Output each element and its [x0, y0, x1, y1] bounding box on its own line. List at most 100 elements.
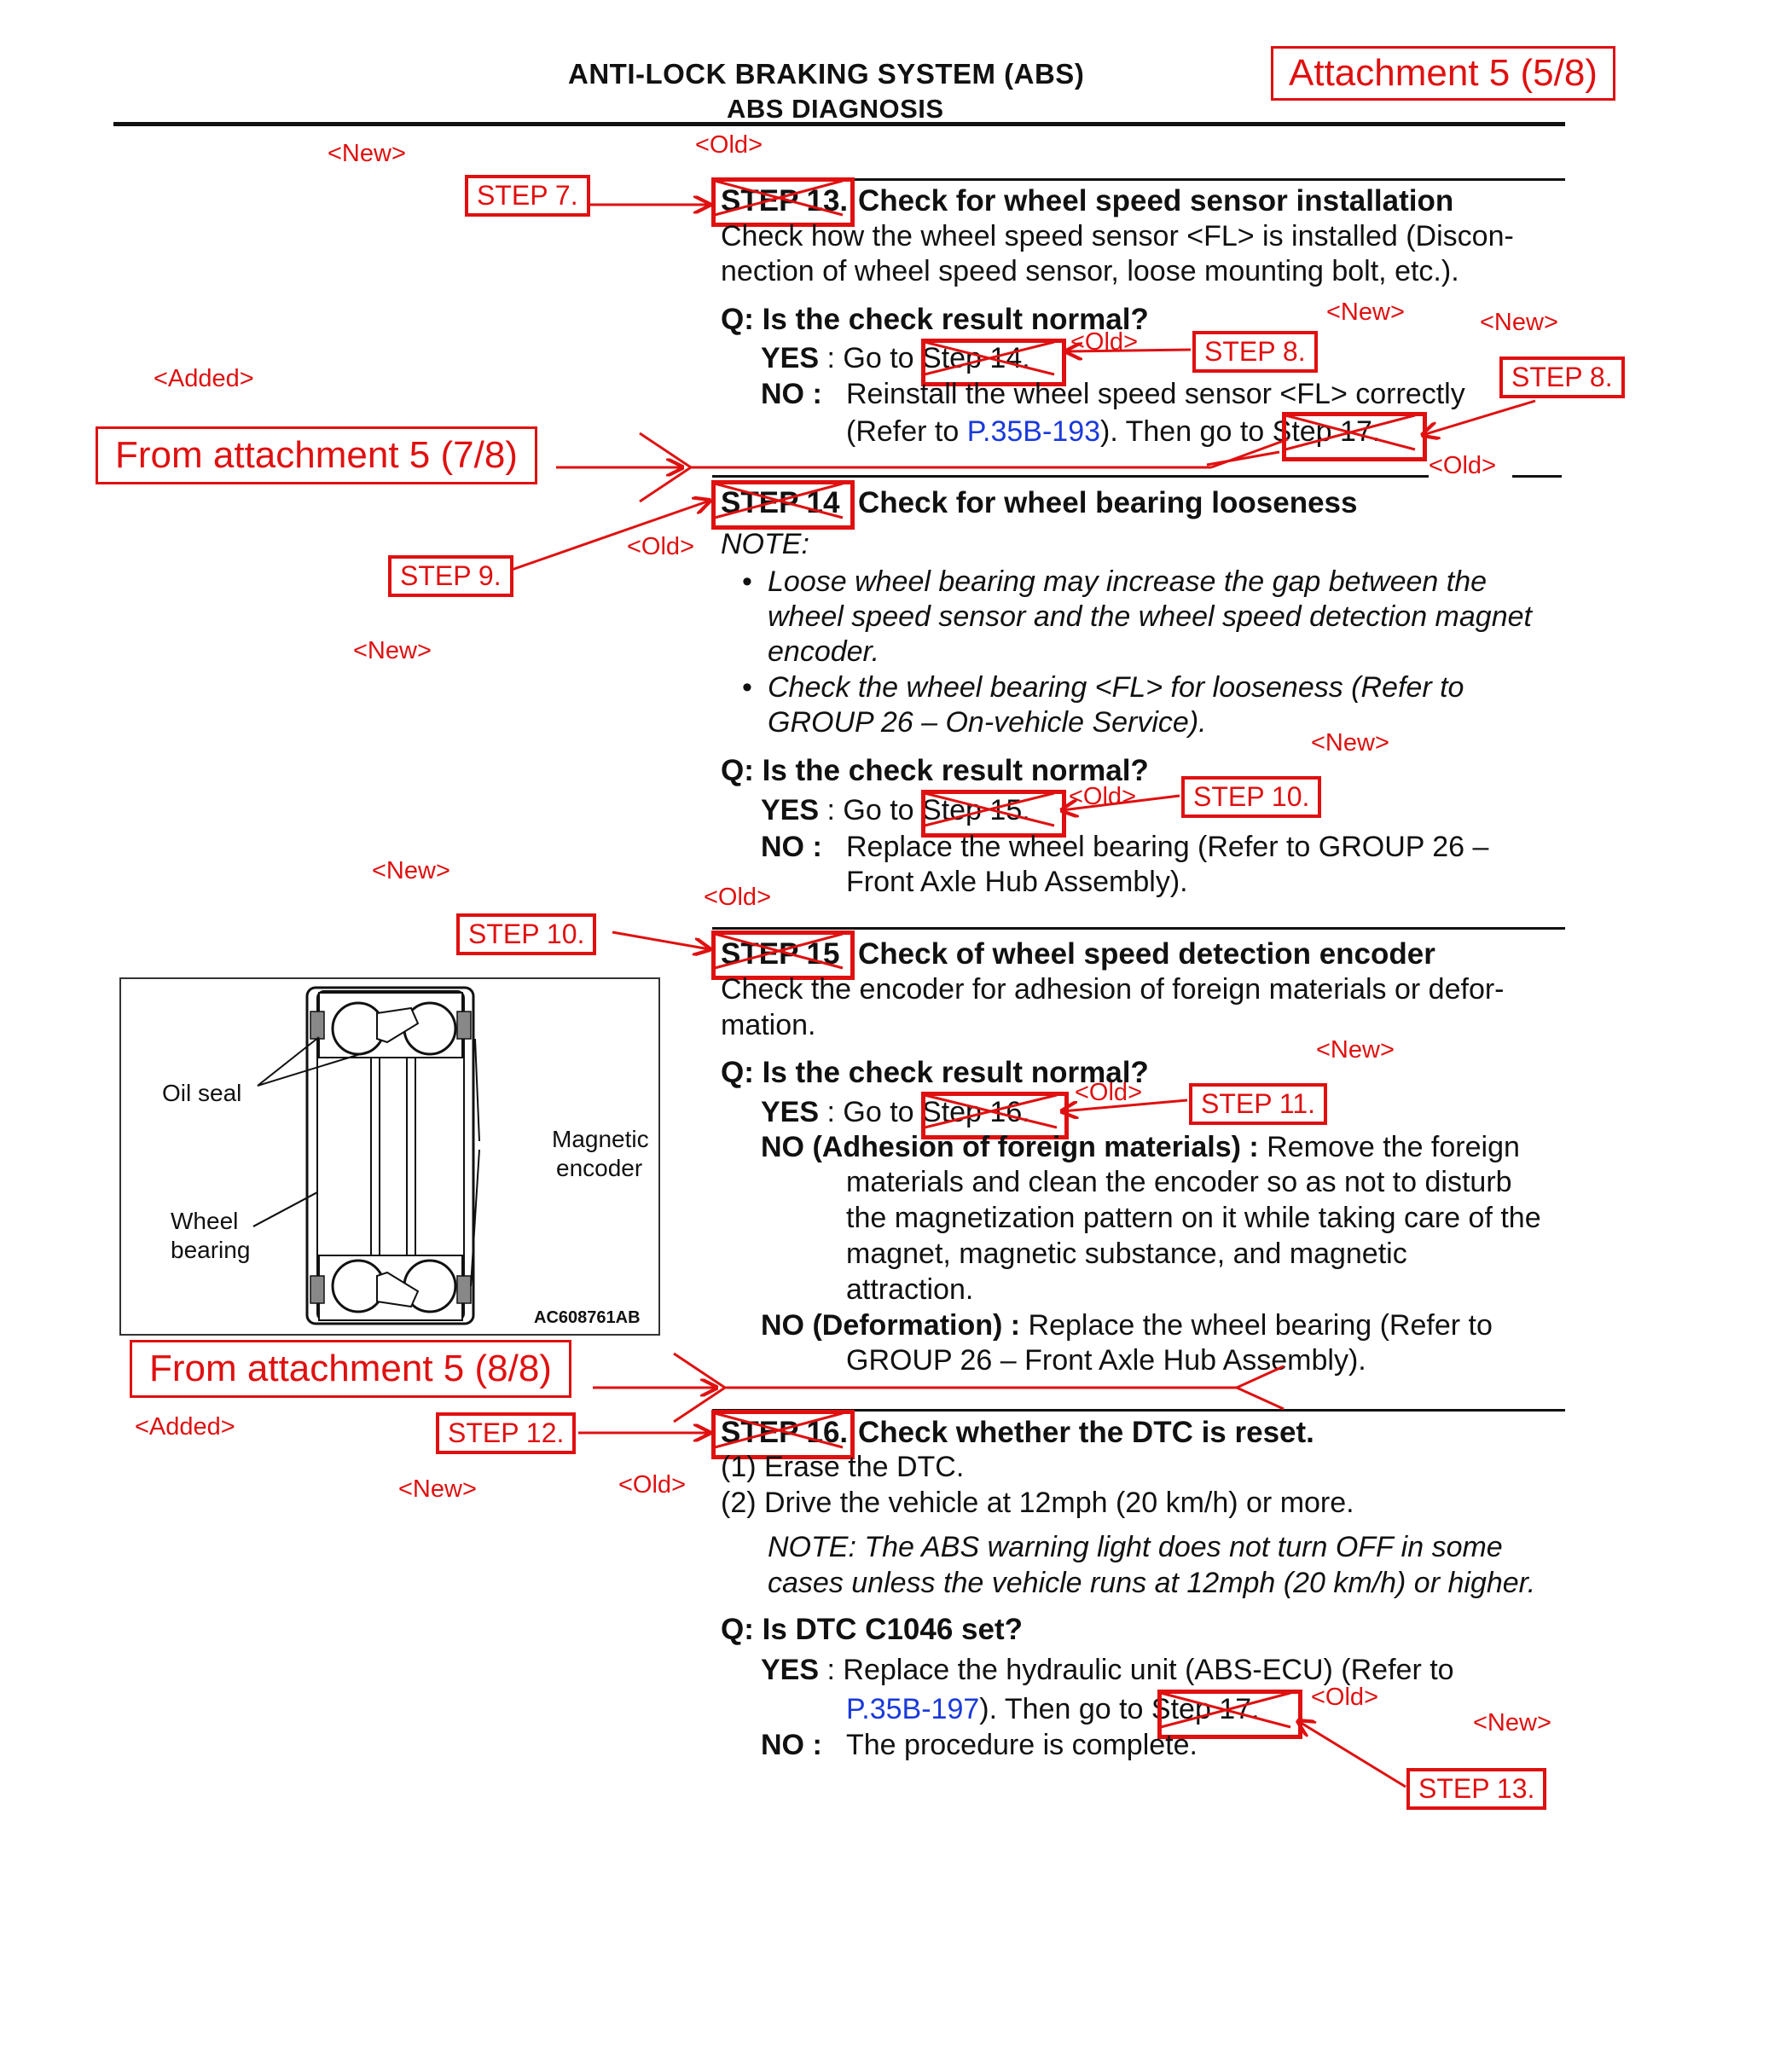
header-rule [113, 122, 1565, 126]
step15-no1-5: attraction. [846, 1273, 974, 1306]
yes-text: : Go to [826, 794, 914, 826]
new-step10-box-a: STEP 10. [1181, 776, 1322, 818]
yes-label: YES [761, 342, 820, 374]
tag-new-7: <New> [1316, 1036, 1395, 1064]
step14-bullet1-1: Loose wheel bearing may increase the gap… [768, 565, 1488, 598]
step15-strike-box [711, 930, 855, 980]
step15-no1-2: materials and clean the encoder so as no… [846, 1166, 1512, 1198]
yes-label: YES [761, 1096, 820, 1128]
tag-new-9: <New> [1473, 1709, 1551, 1736]
refer-text: (Refer to [846, 415, 960, 448]
no-label: NO : [761, 831, 822, 863]
step14-title: Check for wheel bearing looseness [858, 486, 1358, 519]
step13-question: Q: Is the check result normal? [721, 303, 1149, 336]
step15-question: Q: Is the check result normal? [721, 1056, 1149, 1089]
no-step: Step 17. [1272, 415, 1381, 448]
new-step12-box: STEP 12. [436, 1412, 577, 1454]
tag-new-8: <New> [398, 1475, 477, 1503]
step16-note-2: cases unless the vehicle runs at 12mph (… [768, 1567, 1536, 1599]
bearing-drawing [252, 986, 480, 1325]
step16-no: NO : [761, 1728, 822, 1763]
no1-label: NO (Adhesion of foreign materials) : [761, 1131, 1259, 1163]
no-label: NO : [761, 1729, 822, 1761]
step14-note: NOTE: [721, 528, 809, 560]
step16-strike-box [711, 1410, 855, 1459]
tag-old-7: <Old> [1075, 1079, 1142, 1106]
ref-link-35b193[interactable]: P.35B-193 [966, 415, 1101, 448]
label-magnetic: Magnetic [552, 1126, 649, 1152]
yes-step: Step 14. [922, 342, 1030, 374]
step13-no-1: Reinstall the wheel speed sensor <FL> co… [846, 378, 1465, 410]
step15-label: STEP 15 [721, 937, 840, 971]
step15-body-1: Check the encoder for adhesion of foreig… [721, 973, 1505, 1006]
tag-added-1: <Added> [154, 365, 254, 392]
step13-yes-strike [921, 339, 1066, 386]
new-step8-box-a: STEP 8. [1192, 331, 1318, 373]
step13-yes: YES : Go to Step 14. [761, 341, 1030, 376]
step16-note-1: NOTE: The ABS warning light does not tur… [768, 1531, 1503, 1563]
label-bearing: bearing [171, 1237, 251, 1263]
step14-bullet1-3: encoder. [768, 635, 880, 668]
no2-text: Replace the wheel bearing (Refer to [1028, 1309, 1493, 1342]
from-attachment-7-8: From attachment 5 (7/8) [96, 426, 537, 484]
yes-text: : Go to [826, 1096, 914, 1128]
step13-body-1: Check how the wheel speed sensor <FL> is… [721, 220, 1514, 252]
tag-old-4: <Old> [627, 533, 694, 560]
step15-no2: NO (Deformation) : Replace the wheel bea… [761, 1308, 1493, 1343]
step16-yes: YES : Replace the hydraulic unit (ABS-EC… [761, 1653, 1454, 1688]
tag-new-5: <New> [1311, 729, 1389, 757]
step15-no1-4: magnet, magnetic substance, and magnetic [846, 1238, 1407, 1270]
step14-bullet2-2: GROUP 26 – On-vehicle Service). [768, 706, 1207, 739]
then-text: ). Then go to [1100, 415, 1265, 448]
yes-label: YES [761, 794, 820, 826]
no1-text: Remove the foreign [1267, 1131, 1520, 1163]
tag-old-3: <Old> [1429, 452, 1496, 479]
tag-new-1: <New> [328, 140, 406, 167]
step14-yes: YES : Go to Step 15. [761, 793, 1030, 828]
bullet-1: • [742, 565, 752, 598]
step14-no-1: Replace the wheel bearing (Refer to GROU… [846, 831, 1489, 863]
step16-item-1: (1) Erase the DTC. [721, 1451, 965, 1483]
no2-label: NO (Deformation) : [761, 1309, 1021, 1342]
new-step9-box: STEP 9. [388, 555, 513, 597]
bullet-2: • [742, 671, 752, 704]
step16-yes-strike [1157, 1690, 1302, 1739]
section-rule-16 [712, 1409, 1565, 1412]
ref-link-35b197[interactable]: P.35B-197 [846, 1693, 980, 1725]
from-attachment-8-8: From attachment 5 (8/8) [130, 1340, 571, 1398]
tag-old-6: <Old> [704, 884, 771, 911]
tag-old-9: <Old> [1311, 1684, 1378, 1711]
step14-bullet2-1: Check the wheel bearing <FL> for loosene… [768, 671, 1464, 704]
label-oil-seal: Oil seal [162, 1080, 242, 1106]
section-rule-14 [712, 475, 1429, 478]
step13-title: Check for wheel speed sensor installatio… [858, 184, 1454, 217]
step15-no1: NO (Adhesion of foreign materials) : Rem… [761, 1130, 1520, 1165]
section-rule-15 [712, 927, 1565, 930]
tag-added-2: <Added> [135, 1413, 235, 1441]
section-rule-13 [712, 178, 1565, 181]
page-subtitle: ABS DIAGNOSIS [727, 94, 944, 124]
step13-body-2: nection of wheel speed sensor, loose mou… [721, 255, 1459, 287]
figure-code: AC608761AB [534, 1308, 641, 1327]
step14-no-2: Front Axle Hub Assembly). [846, 866, 1188, 898]
tag-new-2: <New> [1326, 299, 1405, 326]
new-step8-box-b: STEP 8. [1499, 357, 1625, 398]
step14-question: Q: Is the check result normal? [721, 754, 1149, 787]
new-step7-box: STEP 7. [465, 175, 590, 217]
tag-old-8: <Old> [618, 1471, 686, 1499]
step15-title: Check of wheel speed detection encoder [858, 937, 1435, 971]
page-title: ANTI-LOCK BRAKING SYSTEM (ABS) [568, 58, 1085, 90]
step16-question: Q: Is DTC C1046 set? [721, 1613, 1023, 1646]
bearing-figure: Oil seal Magnetic encoder Wheel bearing … [119, 977, 660, 1336]
new-step11-box: STEP 11. [1189, 1083, 1327, 1125]
new-step10-box-b: STEP 10. [456, 913, 597, 955]
step15-no2-2: GROUP 26 – Front Axle Hub Assembly). [846, 1344, 1366, 1377]
step16-title: Check whether the DTC is reset. [858, 1416, 1314, 1449]
tag-new-6: <New> [372, 857, 450, 884]
label-wheel: Wheel [171, 1208, 239, 1234]
no-label: NO : [761, 378, 822, 410]
yes-text: : Go to [826, 342, 914, 374]
step16-no-text: The procedure is complete. [846, 1729, 1198, 1761]
step14-bullet1-2: wheel speed sensor and the wheel speed d… [768, 600, 1532, 633]
